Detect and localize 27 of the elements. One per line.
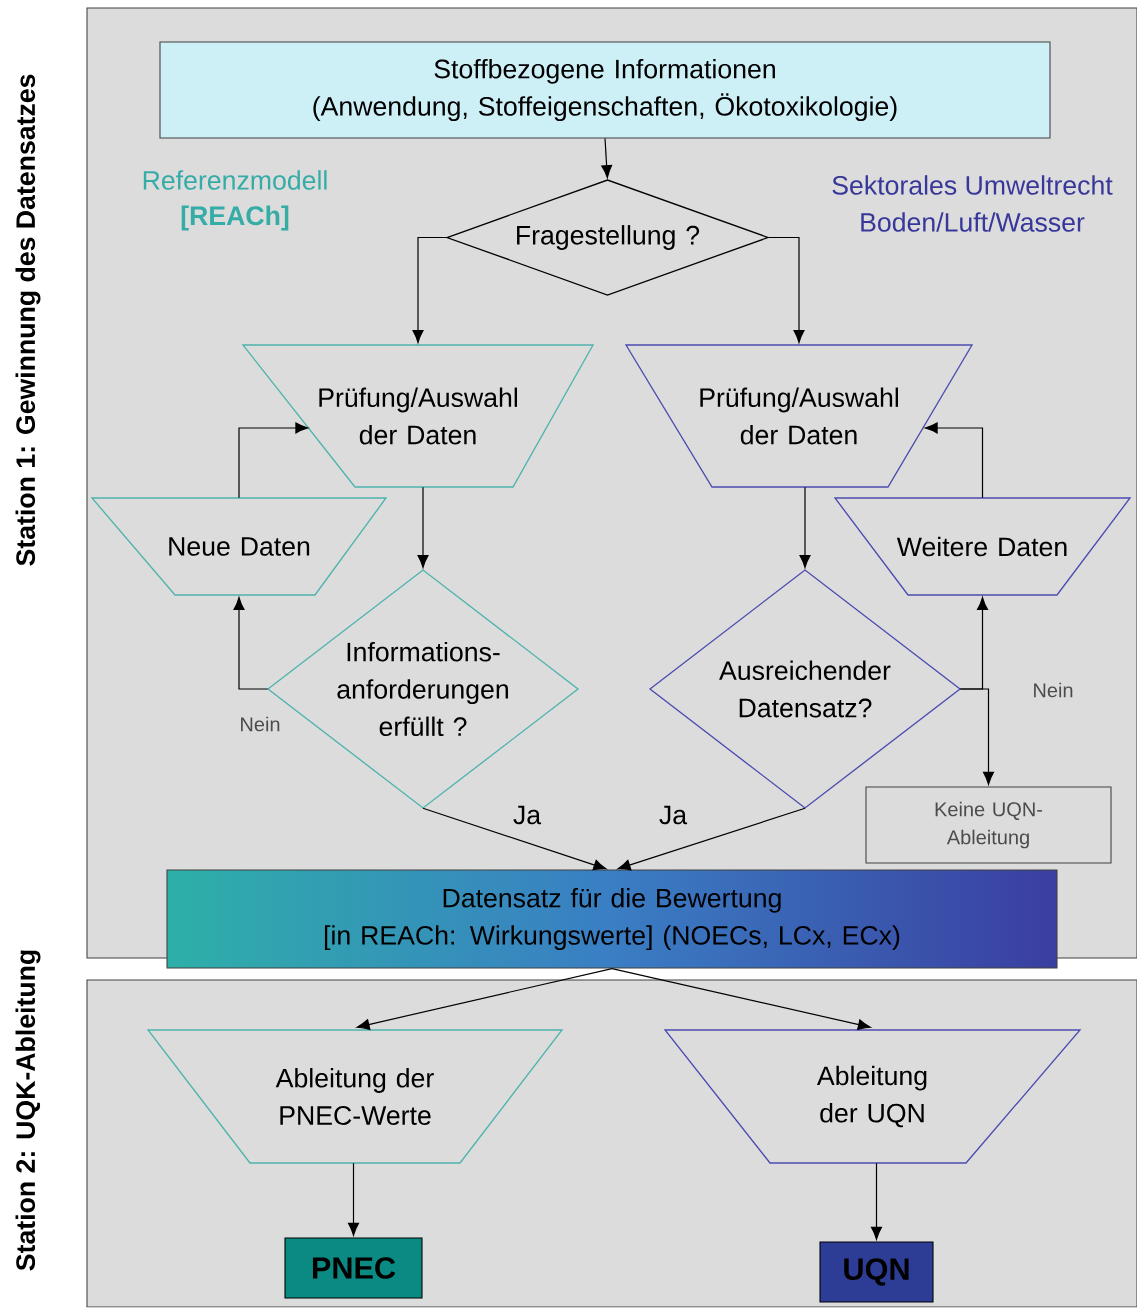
arrow: [959, 688, 994, 785]
region-label: Boden/Luft/Wasser: [861, 212, 1085, 232]
arrow: [871, 1162, 882, 1240]
info-box: Stoffbezogene Informationen (Anwendung, Stoffeigenschaften, Ökotoxikologie): [159, 41, 1051, 139]
arrow: [412, 236, 448, 344]
arrow: [924, 422, 984, 499]
arrow: [601, 137, 613, 179]
panel-heading: Station 2: UQK-Ableitung: [15, 950, 41, 1271]
arrow: [767, 236, 805, 344]
region-label: Referenzmodell: [143, 170, 327, 190]
arrow: [356, 967, 613, 1030]
arrow: [348, 1162, 359, 1236]
arrow: [233, 596, 269, 690]
result-box: PNEC: [284, 1237, 423, 1299]
result-box: Keine UQN- Ableitung: [865, 786, 1112, 864]
arrow: [422, 807, 607, 871]
region-label: Sektorales Umweltrecht: [832, 175, 1113, 195]
region-label: [REACh]: [181, 205, 289, 231]
panel-heading: Station 1: Gewinnung des Datensatzes: [15, 74, 41, 566]
dataset-box: Datensatz für die Bewertung [in REACh: Wirkungswerte] (NOECs, LCx, ECx): [166, 869, 1058, 969]
edge-label: Nein: [1031, 681, 1075, 699]
result-box: UQN: [819, 1241, 934, 1303]
arrow: [611, 967, 871, 1030]
arrow: [417, 486, 429, 569]
arrow: [617, 807, 806, 871]
arrow: [238, 422, 309, 499]
arrow: [799, 486, 811, 569]
